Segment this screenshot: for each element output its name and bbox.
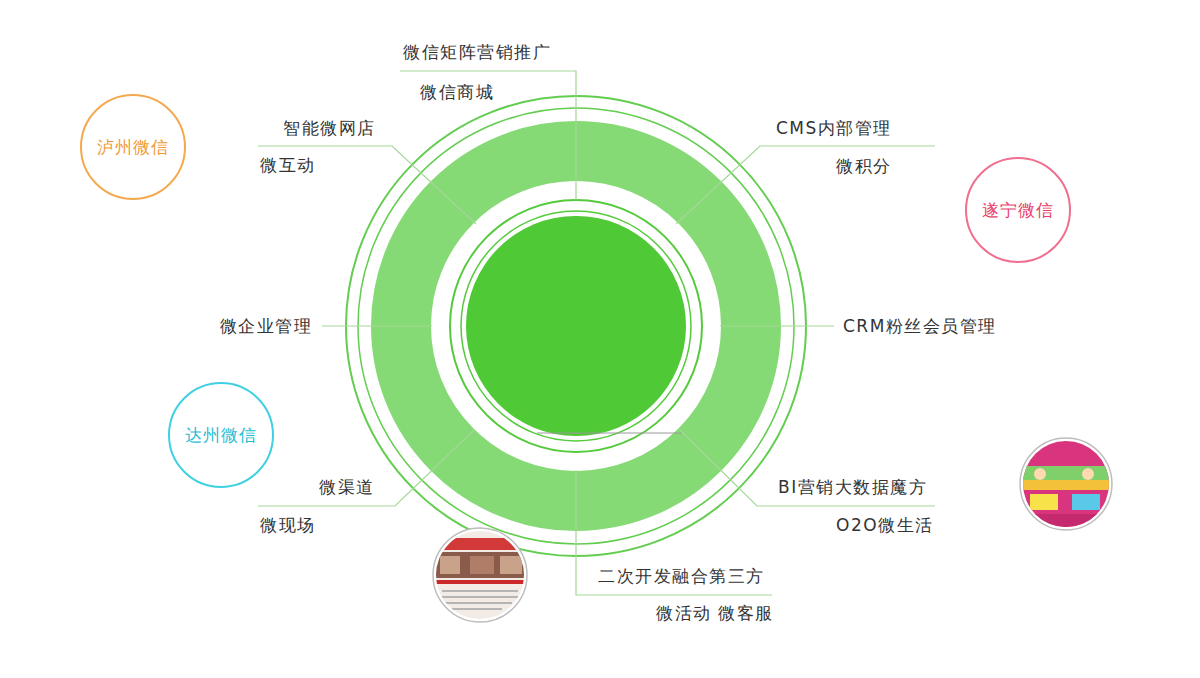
leader-line xyxy=(720,325,834,326)
leader-line xyxy=(676,146,935,224)
feature-label: CMS内部管理 xyxy=(776,118,892,138)
city-name: 达州微信 xyxy=(185,424,257,447)
feature-label: 微互动 xyxy=(260,155,316,175)
leader-line xyxy=(576,470,772,595)
leader-line xyxy=(258,430,474,506)
city-name: 遂宁微信 xyxy=(982,199,1054,222)
photo-thumbnail xyxy=(430,528,530,628)
leader-lines xyxy=(258,71,935,595)
leader-line xyxy=(258,146,476,224)
feature-label: 微活动 微客服 xyxy=(656,603,774,623)
feature-label: 微信矩阵营销推广 xyxy=(403,42,551,62)
photo-thumbnail xyxy=(1020,438,1112,530)
city-name: 泸州微信 xyxy=(97,136,169,159)
city-circle: 泸州微信 xyxy=(79,93,187,201)
inner-ring xyxy=(461,211,691,441)
inner-ring xyxy=(450,200,702,452)
feature-label: 微积分 xyxy=(836,156,892,176)
city-circle: 达州微信 xyxy=(167,381,275,489)
leader-line xyxy=(400,71,576,200)
circle-outline xyxy=(169,383,273,487)
feature-label: 微现场 xyxy=(260,515,316,535)
feature-label: 微渠道 xyxy=(319,477,375,497)
feature-label: 微企业管理 xyxy=(220,316,313,336)
feature-label: 智能微网店 xyxy=(283,118,376,138)
base-line xyxy=(537,433,682,434)
circle-outline xyxy=(81,95,185,199)
feature-label: O2O微生活 xyxy=(836,515,934,535)
circle-outline xyxy=(966,158,1070,262)
feature-label: 微信商城 xyxy=(420,82,494,102)
feature-label: 二次开发融合第三方 xyxy=(598,566,765,586)
feature-label: CRM粉丝会员管理 xyxy=(843,316,997,336)
leader-line xyxy=(322,325,432,326)
leader-line xyxy=(680,430,935,506)
core-disc xyxy=(466,216,686,436)
feature-label: BI营销大数据魔方 xyxy=(778,477,927,497)
city-circle: 遂宁微信 xyxy=(964,156,1072,264)
